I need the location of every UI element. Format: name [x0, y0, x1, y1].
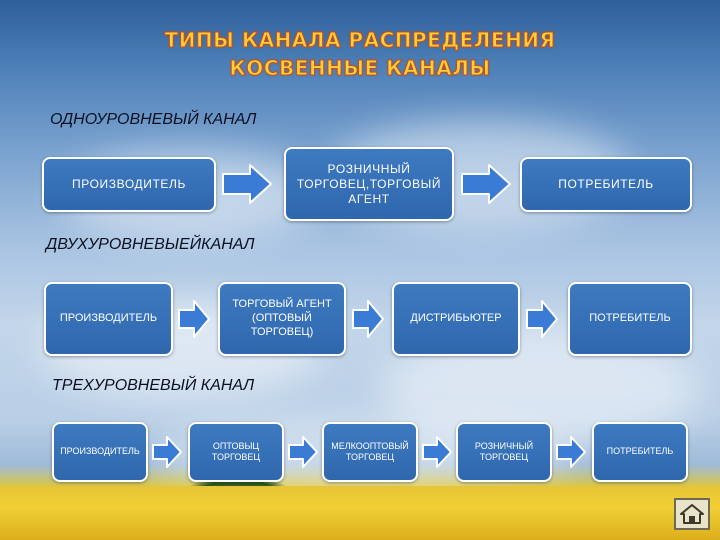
right-arrow-icon — [422, 436, 452, 468]
right-arrow-icon — [461, 164, 511, 204]
slide-subtitle: КОСВЕННЫЕ КАНАЛЫ — [0, 56, 720, 80]
home-icon — [679, 503, 705, 525]
channel-box: ПОТРЕБИТЕЛЬ — [592, 422, 688, 482]
right-arrow-icon — [222, 164, 272, 204]
row-label-one-level: ОДНОУРОВНЕВЫЙ КАНАЛ — [50, 111, 256, 129]
channel-box: ПРОИЗВОДИТЕЛЬ — [42, 157, 216, 212]
field-background — [0, 486, 720, 540]
row-label-two-level: ДВУХУРОВНЕВЫЕЙКАНАЛ — [46, 236, 254, 254]
channel-box: РОЗНИЧНЫЙ ТОРГОВЕЦ,ТОРГОВЫЙ АГЕНТ — [284, 147, 454, 221]
channel-box: МЕЛКООПТОВЫЙ ТОРГОВЕЦ — [322, 422, 418, 482]
home-button[interactable] — [674, 498, 710, 530]
slide-title: ТИПЫ КАНАЛА РАСПРЕДЕЛЕНИЯ — [0, 28, 720, 52]
right-arrow-icon — [152, 436, 182, 468]
channel-box: РОЗНИЧНЫЙ ТОРГОВЕЦ — [456, 422, 552, 482]
right-arrow-icon — [178, 300, 210, 338]
right-arrow-icon — [352, 300, 384, 338]
channel-box: ПОТРЕБИТЕЛЬ — [520, 157, 692, 212]
right-arrow-icon — [556, 436, 586, 468]
row-label-three-level: ТРЕХУРОВНЕВЫЙ КАНАЛ — [52, 377, 254, 395]
channel-box: ПОТРЕБИТЕЛЬ — [568, 282, 692, 356]
channel-box: ДИСТРИБЬЮТЕР — [392, 282, 520, 356]
channel-box: ПРОИЗВОДИТЕЛЬ — [52, 422, 148, 482]
right-arrow-icon — [288, 436, 318, 468]
channel-box: ТОРГОВЫЙ АГЕНТ (ОПТОВЫЙ ТОРГОВЕЦ) — [218, 282, 346, 356]
channel-box: ОПТОВЫЦ ТОРГОВЕЦ — [188, 422, 284, 482]
channel-box: ПРОИЗВОДИТЕЛЬ — [44, 282, 173, 356]
right-arrow-icon — [526, 300, 558, 338]
